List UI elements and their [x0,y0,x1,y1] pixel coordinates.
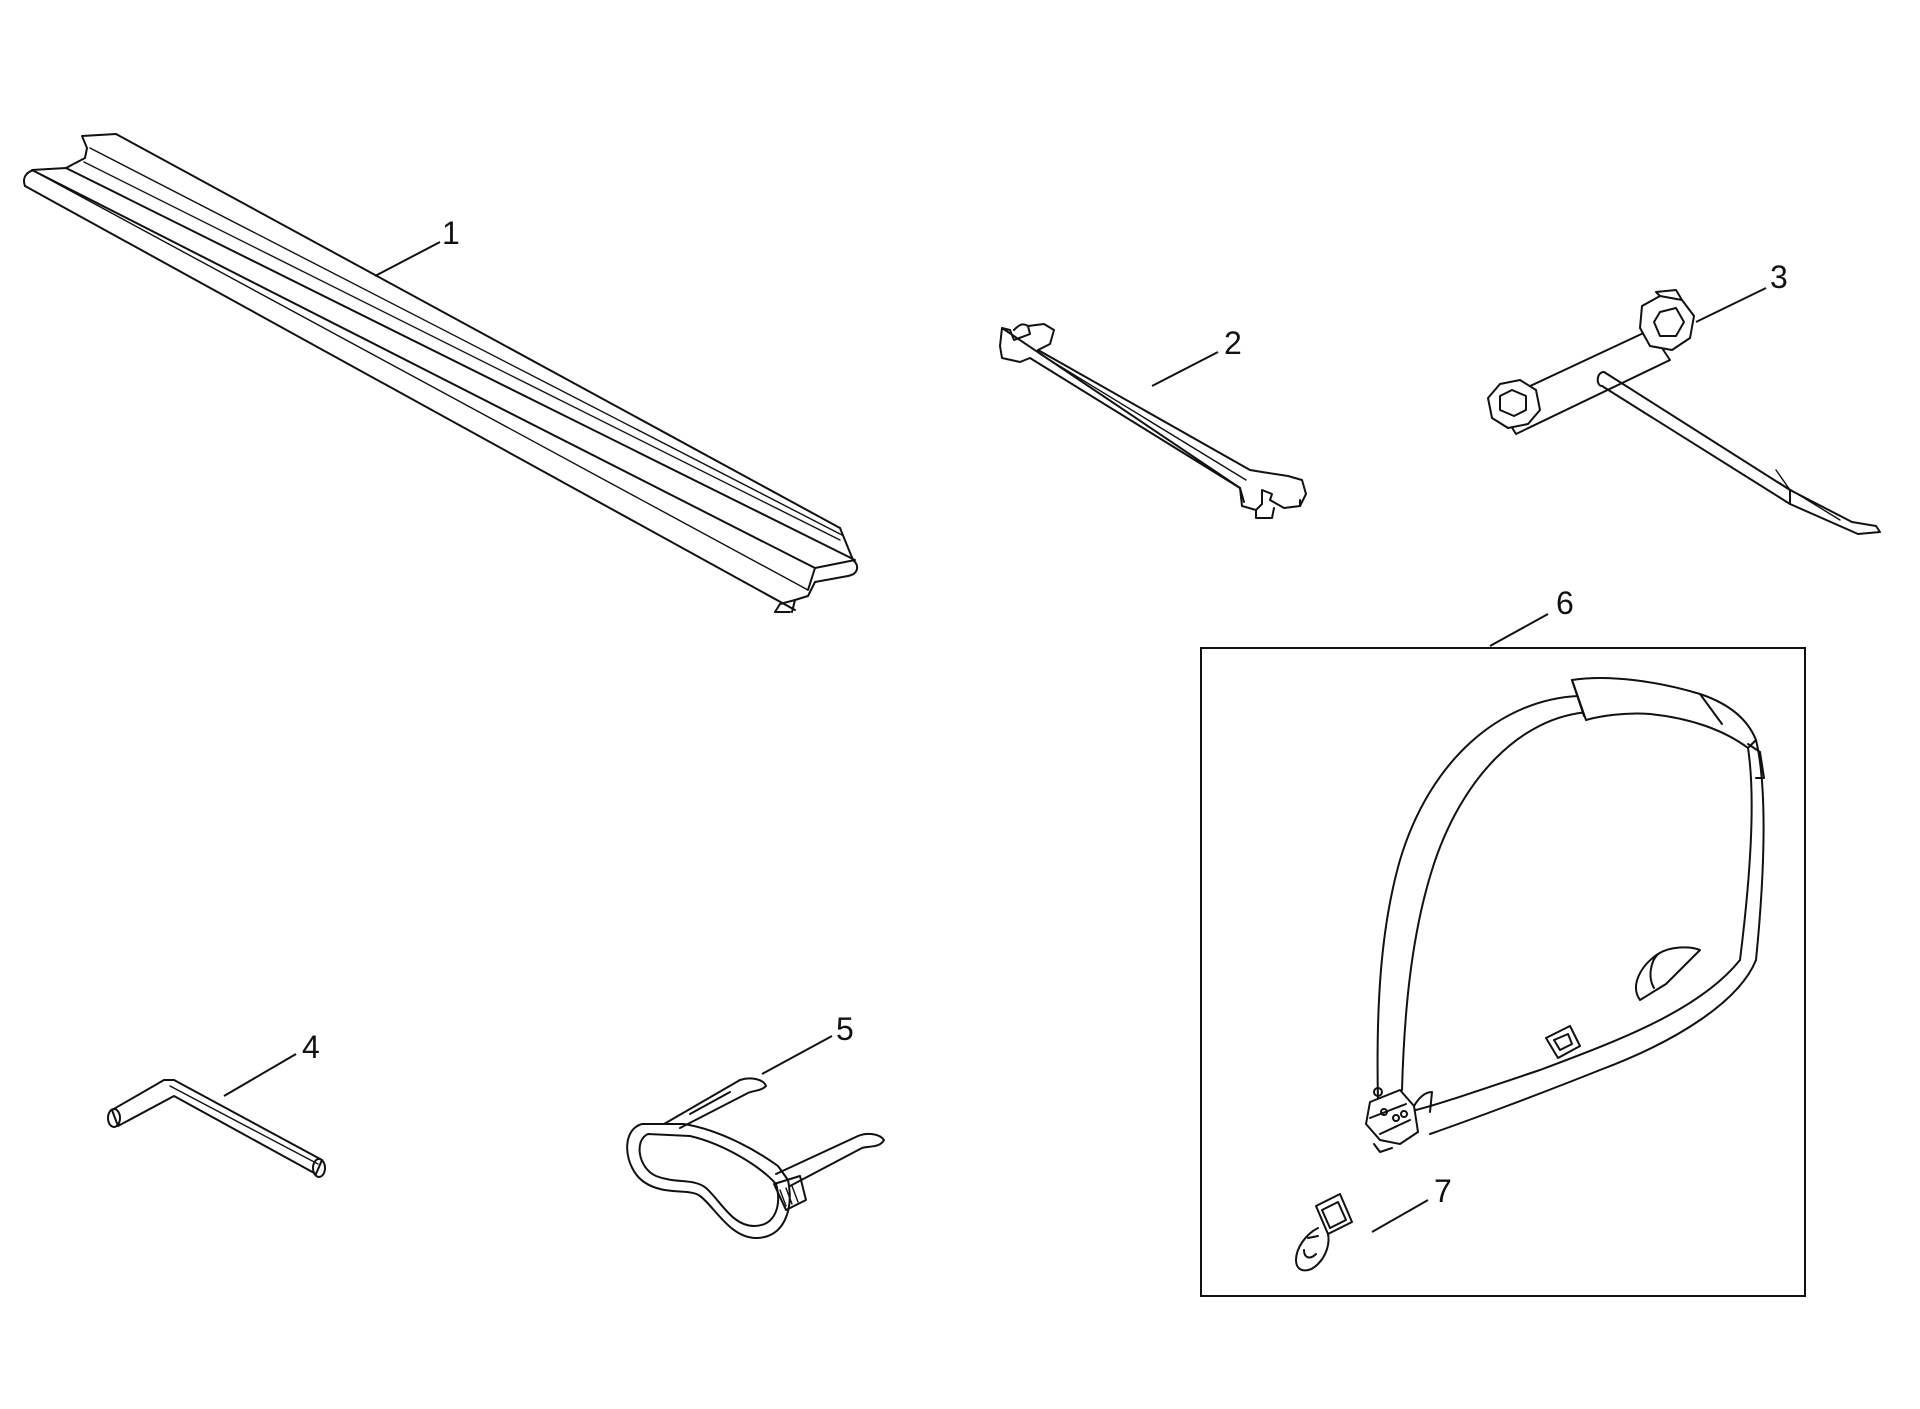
callout-5: 5 [836,1011,854,1047]
callout-2: 2 [1224,325,1242,361]
strap-kit-frame [1200,647,1806,1297]
leader-line-4 [223,1053,297,1097]
leader-line-7 [1371,1199,1429,1233]
safety-goggles-icon [626,1077,885,1239]
open-end-wrench-icon [999,323,1307,519]
leader-line-6 [1489,613,1549,647]
hex-key-icon [107,1079,326,1178]
callout-4: 4 [302,1029,320,1065]
strap-hook-icon [1295,1193,1353,1272]
shoulder-strap-icon [1365,676,1765,1153]
leader-line-3 [1695,287,1767,323]
leader-line-5 [761,1035,833,1075]
spark-plug-socket-wrench-icon [1487,289,1881,535]
callout-1: 1 [442,215,460,251]
callout-3: 3 [1770,259,1788,295]
callout-7: 7 [1434,1173,1452,1209]
callout-6: 6 [1556,585,1574,621]
guard-strip-icon [23,133,859,613]
leader-line-1 [374,241,441,277]
leader-line-2 [1151,351,1219,387]
